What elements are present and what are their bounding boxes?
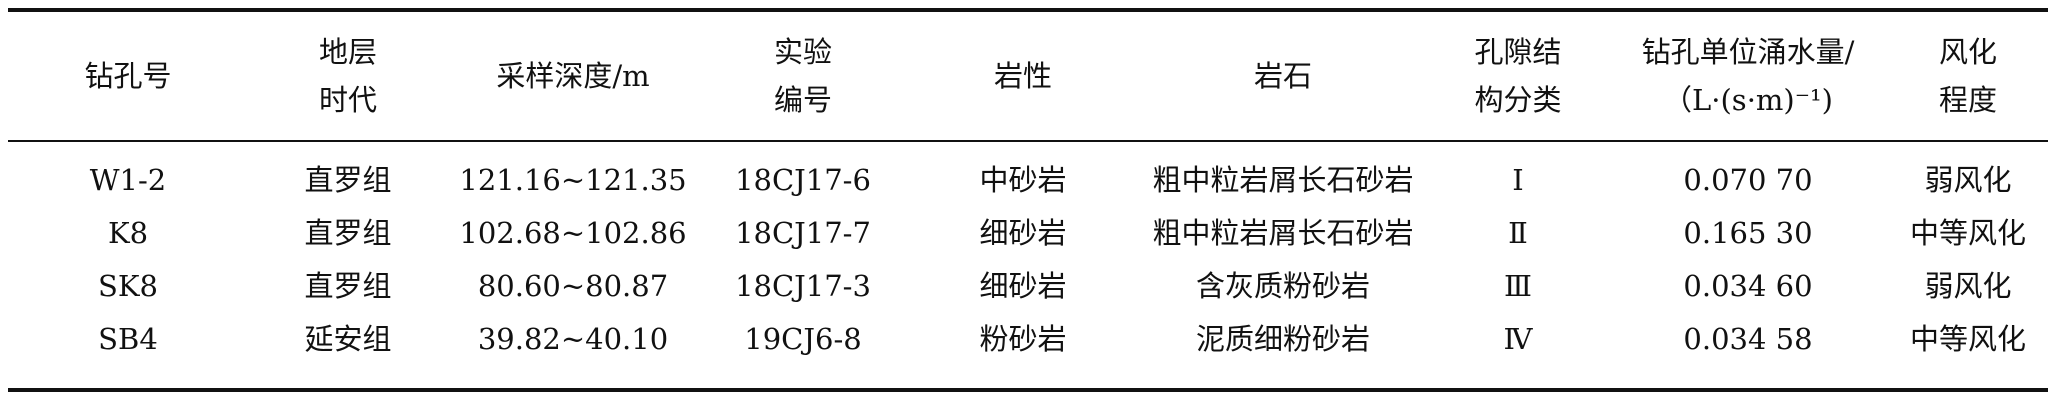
cell-pore-structure: Ⅳ (1503, 322, 1533, 356)
header-lithology-line1: 岩性 (993, 59, 1052, 93)
header-experiment-id-line2: 编号 (773, 83, 832, 117)
cell-stratum-era: 直罗组 (304, 216, 392, 250)
header-experiment-id-line1: 实验 (773, 35, 832, 69)
header-stratum-era: 地层 时代 (248, 12, 448, 140)
header-stratum-era-line2: 时代 (318, 83, 377, 117)
cell-borehole-id: SK8 (98, 269, 158, 303)
header-rock-line1: 岩石 (1253, 59, 1312, 93)
cell-lithology: 粉砂岩 (979, 322, 1067, 356)
header-pore-structure-line2: 构分类 (1474, 83, 1562, 117)
cell-weathering: 弱风化 (1924, 269, 2012, 303)
header-weathering-line1: 风化 (1938, 35, 1997, 69)
table-row: K8 直罗组 102.68~102.86 18CJ17-7 细砂岩 粗中粒岩屑长… (8, 207, 2048, 259)
header-borehole-id: 钻孔号 (8, 12, 248, 140)
cell-weathering: 中等风化 (1909, 216, 2026, 250)
table-header-row: 钻孔号 地层 时代 采样深度/m 实验 编号 岩性 岩石 孔隙结 构分类 钻孔单… (8, 12, 2048, 140)
table-row: W1-2 直罗组 121.16~121.35 18CJ17-6 中砂岩 粗中粒岩… (8, 154, 2048, 206)
cell-sample-depth: 102.68~102.86 (459, 216, 687, 250)
cell-borehole-id: K8 (107, 216, 149, 250)
table-top-rule (8, 8, 2048, 12)
cell-water-inflow: 0.034 58 (1683, 322, 1813, 356)
header-water-inflow-line1: 钻孔单位涌水量/ (1641, 35, 1855, 69)
cell-experiment-id: 18CJ17-6 (735, 163, 871, 197)
header-sample-depth-line1: 采样深度/m (496, 59, 650, 93)
cell-lithology: 细砂岩 (979, 216, 1067, 250)
cell-rock: 含灰质粉砂岩 (1195, 269, 1370, 303)
header-pore-structure-line1: 孔隙结 (1474, 35, 1562, 69)
cell-lithology: 中砂岩 (979, 163, 1067, 197)
cell-pore-structure: Ⅱ (1508, 216, 1528, 250)
cell-rock: 泥质细粉砂岩 (1195, 322, 1370, 356)
cell-pore-structure: Ⅰ (1512, 163, 1524, 197)
table-bottom-rule (8, 388, 2048, 392)
cell-weathering: 中等风化 (1909, 322, 2026, 356)
cell-weathering: 弱风化 (1924, 163, 2012, 197)
header-experiment-id: 实验 编号 (698, 12, 908, 140)
header-water-inflow: 钻孔单位涌水量/ （L·(s·m)⁻¹) (1608, 12, 1888, 140)
cell-stratum-era: 直罗组 (304, 269, 392, 303)
cell-experiment-id: 18CJ17-3 (735, 269, 871, 303)
header-rock: 岩石 (1138, 12, 1428, 140)
cell-lithology: 细砂岩 (979, 269, 1067, 303)
cell-pore-structure: Ⅲ (1504, 269, 1532, 303)
cell-water-inflow: 0.165 30 (1683, 216, 1813, 250)
cell-stratum-era: 延安组 (304, 322, 392, 356)
cell-sample-depth: 121.16~121.35 (459, 163, 687, 197)
table-row: SK8 直罗组 80.60~80.87 18CJ17-3 细砂岩 含灰质粉砂岩 … (8, 260, 2048, 312)
cell-rock: 粗中粒岩屑长石砂岩 (1152, 216, 1414, 250)
header-weathering: 风化 程度 (1888, 12, 2048, 140)
cell-borehole-id: SB4 (98, 322, 158, 356)
cell-water-inflow: 0.070 70 (1683, 163, 1813, 197)
header-borehole-id-line1: 钻孔号 (84, 59, 172, 93)
cell-stratum-era: 直罗组 (304, 163, 392, 197)
cell-sample-depth: 80.60~80.87 (477, 269, 669, 303)
cell-rock: 粗中粒岩屑长石砂岩 (1152, 163, 1414, 197)
header-weathering-line2: 程度 (1938, 83, 1997, 117)
cell-water-inflow: 0.034 60 (1683, 269, 1813, 303)
table-header-rule (8, 140, 2048, 142)
cell-experiment-id: 19CJ6-8 (744, 322, 862, 356)
table-row: SB4 延安组 39.82~40.10 19CJ6-8 粉砂岩 泥质细粉砂岩 Ⅳ… (8, 313, 2048, 365)
header-lithology: 岩性 (908, 12, 1138, 140)
header-pore-structure: 孔隙结 构分类 (1428, 12, 1608, 140)
cell-borehole-id: W1-2 (89, 163, 167, 197)
header-sample-depth: 采样深度/m (448, 12, 698, 140)
cell-experiment-id: 18CJ17-7 (735, 216, 871, 250)
header-water-inflow-line2: （L·(s·m)⁻¹) (1663, 83, 1833, 117)
header-stratum-era-line1: 地层 (318, 35, 377, 69)
cell-sample-depth: 39.82~40.10 (477, 322, 669, 356)
